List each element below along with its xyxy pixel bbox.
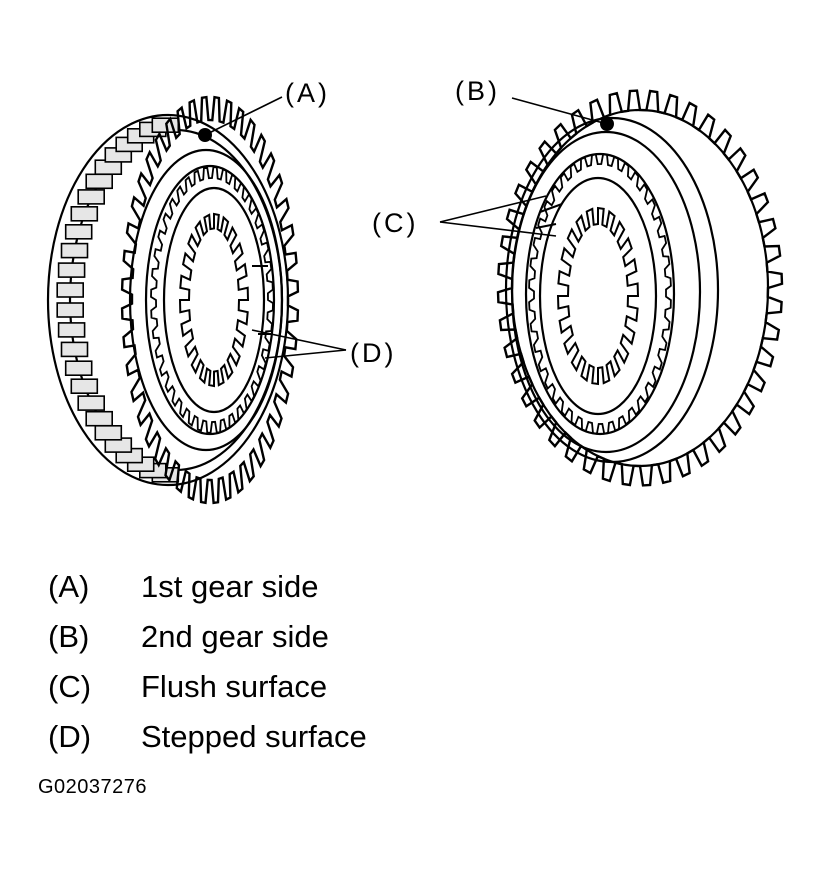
callout-d-leader-2 [264, 349, 347, 359]
left-inner-gear-teeth [150, 166, 274, 434]
sleeve-tooth [85, 410, 113, 427]
legend-description: 2nd gear side [141, 619, 329, 654]
right-flush-mark [535, 203, 563, 229]
right-synchronizer-hub [439, 89, 784, 487]
legend-key: (C) [48, 669, 92, 704]
left-spline-bore [178, 212, 250, 388]
left-inner-ring-1 [128, 148, 284, 452]
sleeve-tooth [60, 242, 89, 259]
sleeve-tooth [70, 206, 99, 222]
sleeve-tooth [77, 189, 105, 205]
right-sleeve-rim-2 [504, 116, 720, 464]
legend-row-b: (B) 2nd gear side [48, 612, 548, 662]
left-inner-ring-3 [162, 186, 266, 414]
left-synchronizer-hub [46, 95, 347, 505]
legend-key: (D) [48, 719, 92, 754]
sleeve-tooth [77, 395, 105, 411]
callout-d-label: (D) [350, 338, 396, 368]
sleeve-tooth [56, 282, 85, 298]
legend-key: (B) [48, 619, 90, 654]
right-inner-ring-2 [538, 176, 658, 416]
callout-c-label: (C) [372, 208, 418, 238]
callout-b-label: (B) [455, 76, 500, 106]
sleeve-tooth [64, 224, 93, 240]
callout-c-leader-1 [439, 195, 547, 223]
legend-description: Flush surface [141, 669, 328, 704]
callout-b-leader [511, 97, 608, 125]
right-inner-ring-1 [524, 152, 676, 436]
legend-row-a: (A) 1st gear side [48, 562, 548, 612]
sleeve-tooth [85, 173, 113, 190]
legend: (A) 1st gear side (B) 2nd gear side (C) … [48, 562, 548, 762]
sleeve-tooth [64, 360, 93, 377]
left-sleeve-teeth [56, 117, 180, 483]
sleeve-tooth [70, 378, 99, 395]
callout-a-leader [204, 96, 283, 136]
sleeve-tooth [94, 424, 123, 441]
callout-a-label: (A) [285, 78, 330, 108]
sleeve-tooth [57, 322, 86, 338]
legend-description: Stepped surface [141, 719, 367, 754]
callout-d-leader-1 [251, 329, 347, 351]
legend-row-d: (D) Stepped surface [48, 712, 548, 762]
left-inner-ring-2 [144, 164, 276, 436]
right-spline-bore [556, 206, 640, 386]
figure-id: G02037276 [38, 776, 148, 798]
sleeve-tooth [57, 262, 86, 278]
sleeve-tooth [60, 341, 89, 358]
legend-key: (A) [48, 569, 90, 604]
left-front-gear-teeth [120, 95, 300, 505]
right-sleeve-rim-3 [510, 130, 702, 454]
callout-c-leader-2 [439, 221, 557, 237]
right-inner-gear-teeth [528, 153, 672, 435]
legend-description: 1st gear side [141, 569, 319, 604]
sleeve-tooth [56, 302, 85, 318]
legend-row-c: (C) Flush surface [48, 662, 548, 712]
